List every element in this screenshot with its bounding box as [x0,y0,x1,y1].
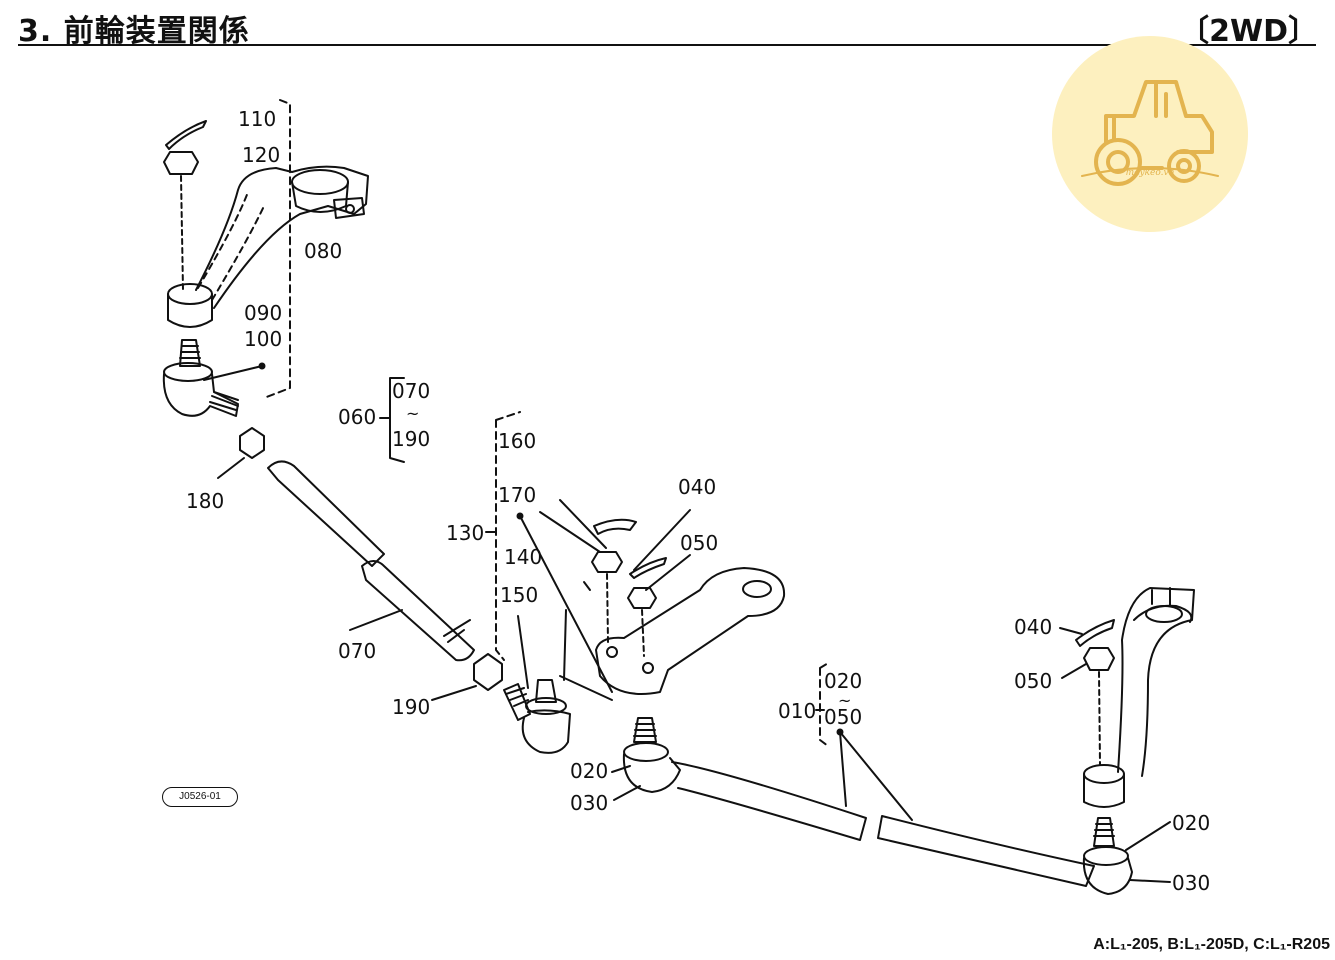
part-label-140: 140 [504,545,542,569]
part-label-040-right: 040 [1014,615,1052,639]
part-label-020-left: 020 [570,759,608,783]
part-label-050-range: 050 [824,705,862,729]
part-label-080: 080 [304,239,342,263]
lock-nut-180 [239,427,265,459]
section-title: 3. 前輪装置関係 [18,14,250,49]
part-label-040-center: 040 [678,475,716,499]
pitman-arm-group [163,99,369,399]
model-applicability-note: A:L₁-205, B:L₁-205D, C:L₁-R205 [1093,936,1330,953]
tie-rod-end-upper [162,339,265,479]
castle-nut-120 [163,151,199,175]
part-label-130: 130 [446,521,484,545]
header-rule [18,44,1316,46]
castle-nut-050 [627,587,657,609]
drive-variant: 〔2WD〕 [1179,14,1318,49]
part-label-090: 090 [244,301,282,325]
part-label-020-right: 020 [1172,811,1210,835]
tie-rod-end-center [495,411,613,754]
range-mark-060: ~ [406,404,419,423]
knuckle-arm-center [539,499,786,695]
drawing-id-badge: J0526-01 [162,787,238,807]
pitman-arm-080 [195,165,369,309]
drag-link-070 [267,460,503,701]
cotter-pin-160 [593,518,637,535]
part-label-100: 100 [244,327,282,351]
part-label-150: 150 [500,583,538,607]
part-label-070: 070 [338,639,376,663]
part-label-020-range: 020 [824,669,862,693]
part-label-070-range: 070 [392,379,430,403]
part-label-110: 110 [238,107,276,131]
cotter-pin-040 [629,557,667,579]
part-label-050-center: 050 [680,531,718,555]
part-label-050-right: 050 [1014,669,1052,693]
part-label-190-range: 190 [392,427,430,451]
part-label-030-right: 030 [1172,871,1210,895]
part-label-120: 120 [242,143,280,167]
lock-nut-190 [473,653,503,691]
knuckle-arm-right [1059,587,1195,808]
range-mark-010: ~ [838,691,851,710]
part-label-180: 180 [186,489,224,513]
part-label-060: 060 [338,405,376,429]
cotter-pin-110 [165,120,207,150]
page-header: 3. 前輪装置関係 〔2WD〕 [18,4,1318,49]
part-label-190: 190 [392,695,430,719]
part-label-030-left: 030 [570,791,608,815]
tie-rod-010 [611,661,1171,895]
tractor-icon [1081,80,1219,186]
watermark-logo: maykeo.vn [1052,36,1248,232]
part-label-160: 160 [498,429,536,453]
logo-site-text: maykeo.vn [1125,168,1175,178]
range-bracket-060 [379,377,405,463]
part-label-170: 170 [498,483,536,507]
part-label-010: 010 [778,699,816,723]
